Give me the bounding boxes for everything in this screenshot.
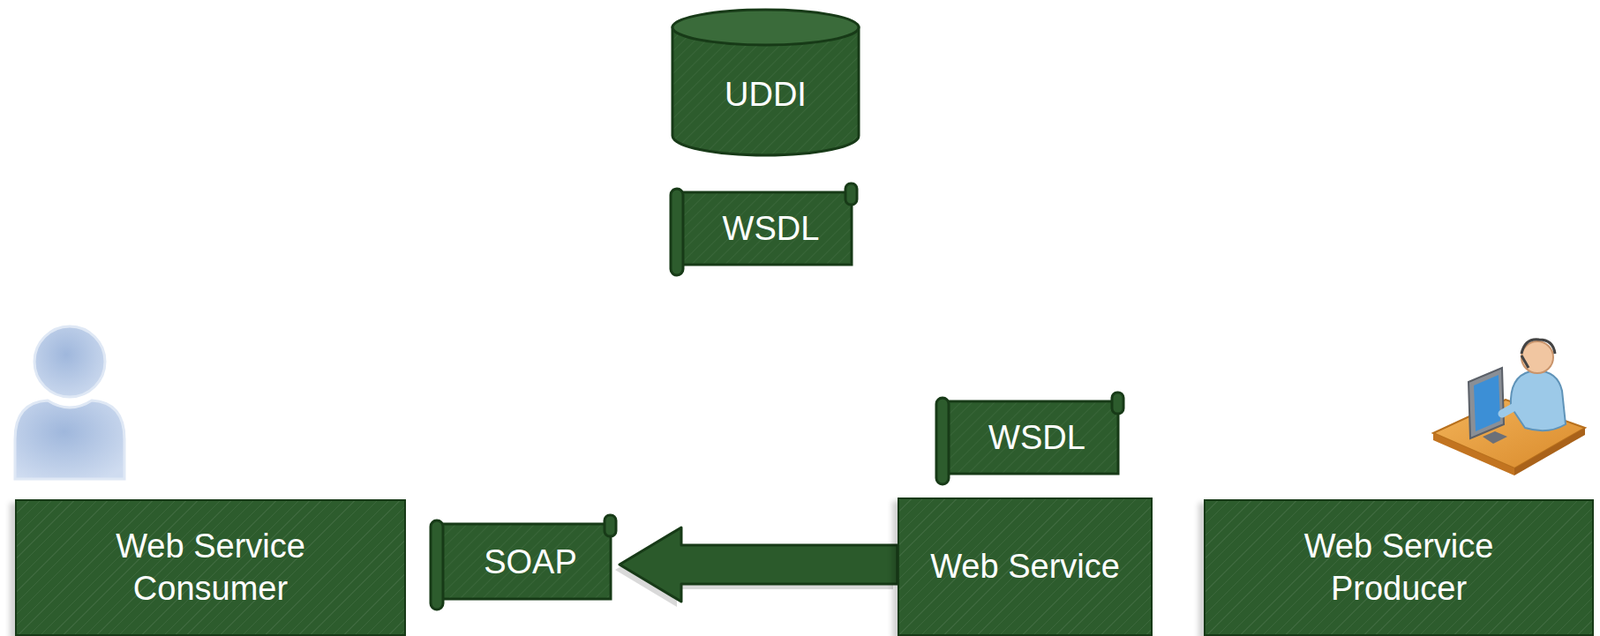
consumer-box: Web Service Consumer	[15, 499, 406, 636]
producer-person-icon	[1433, 339, 1585, 476]
scroll-body	[437, 524, 611, 600]
scroll-roll	[936, 398, 949, 485]
message-scroll: SOAP	[430, 515, 620, 610]
document-scroll: WSDL	[936, 392, 1127, 485]
consumer-person-icon	[15, 326, 125, 480]
scroll-curl	[1111, 392, 1124, 414]
document-scroll: WSDL	[670, 183, 861, 276]
node-label: Web Service Producer	[1266, 525, 1532, 610]
node-label: WSDL	[722, 208, 820, 251]
text-group: Web Service	[930, 546, 1120, 589]
node-label: SOAP	[483, 541, 578, 585]
producer-box: Web Service Producer	[1203, 499, 1594, 636]
text-group: Web Service Producer	[1266, 525, 1532, 610]
text-group: UDDI	[724, 74, 807, 117]
scroll-roll	[670, 188, 684, 276]
service-box: Web Service	[897, 497, 1153, 636]
text-group: WSDL	[722, 208, 820, 251]
scroll-body	[677, 192, 852, 265]
scroll-curl	[845, 183, 857, 205]
node-label: WSDL	[988, 417, 1086, 460]
node-label: Web Service Consumer	[78, 525, 344, 610]
block-arrow	[619, 527, 898, 602]
node-label: Web Service	[930, 546, 1120, 589]
text-group: WSDL	[988, 417, 1086, 460]
node-label: UDDI	[724, 74, 807, 117]
scroll-curl	[604, 515, 616, 537]
scroll-roll	[430, 520, 444, 610]
text-group: Web Service Consumer	[78, 525, 344, 610]
registry-cylinder: UDDI	[670, 7, 861, 156]
cylinder-body	[672, 27, 859, 156]
scroll-body	[943, 401, 1119, 474]
text-group: SOAP	[483, 541, 578, 585]
cylinder-top	[672, 9, 859, 46]
